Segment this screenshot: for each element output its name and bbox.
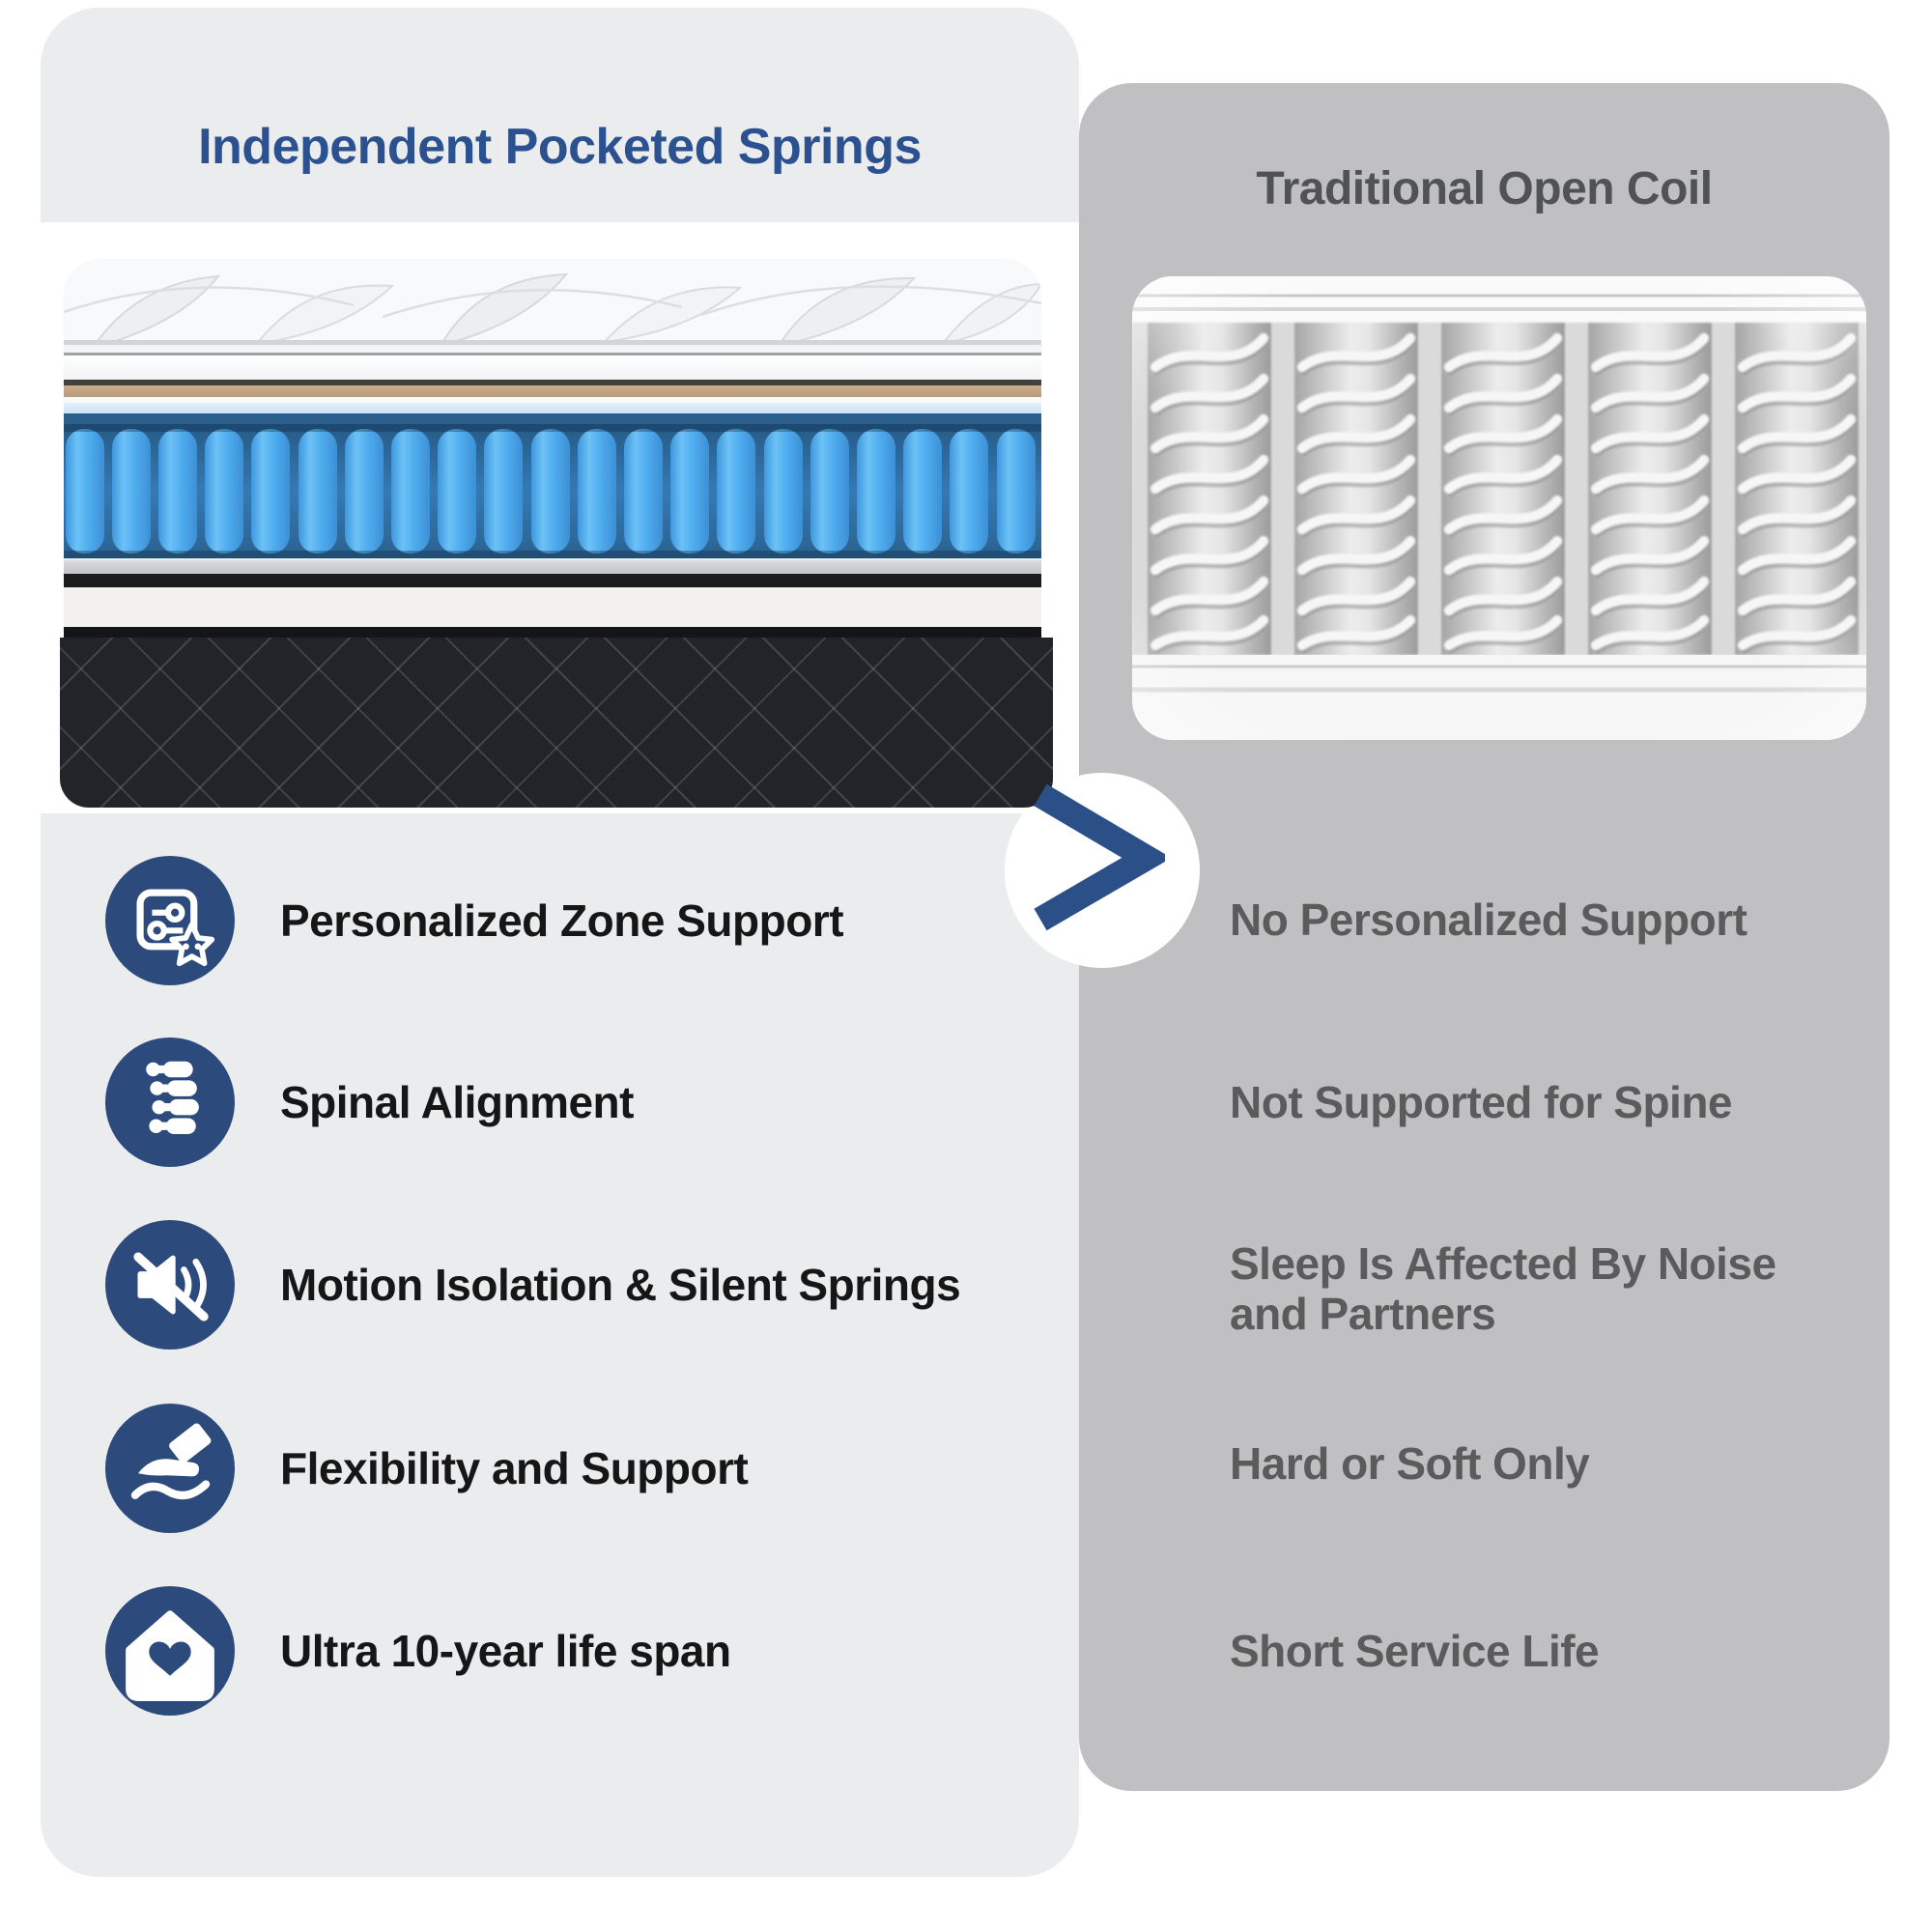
drawback-line-2: and Partners [1230, 1289, 1496, 1339]
feature-label: Personalized Zone Support [280, 895, 844, 946]
pocketed-springs-layer [64, 424, 1041, 558]
mattress-black-quilted-base [60, 638, 1053, 808]
mattress-thin-white-layer [64, 397, 1041, 403]
feature-label: Motion Isolation & Silent Springs [280, 1260, 961, 1310]
right-panel-title: Traditional Open Coil [1256, 163, 1713, 214]
mattress-gel-layer [64, 403, 1041, 413]
mattress-spring-top-band [64, 413, 1041, 424]
left-panel-title: Independent Pocketed Springs [198, 119, 922, 175]
quilt-pattern [64, 259, 1041, 355]
mattress-base-edge [64, 627, 1041, 638]
spine-icon [105, 1037, 235, 1167]
drawback-label: Short Service Life [1230, 1626, 1600, 1676]
drawback-label: Sleep Is Affected By Noise and Partners [1230, 1238, 1867, 1339]
mattress-foam-layer [64, 355, 1041, 380]
mattress-quilt-top-layer [64, 259, 1041, 355]
drawback-label: No Personalized Support [1230, 895, 1747, 945]
feature-label: Flexibility and Support [280, 1443, 749, 1493]
greater-than-icon [1034, 783, 1165, 931]
muted-speaker-icon [105, 1220, 235, 1350]
pocketed-springs-graphic [64, 424, 1041, 558]
drawback-label: Not Supported for Spine [1230, 1077, 1733, 1127]
feature-label: Ultra 10-year life span [280, 1626, 731, 1676]
mattress-base-foam [64, 587, 1041, 627]
pocketed-spring-mattress-image [39, 222, 1079, 813]
zone-support-icon [105, 856, 235, 985]
mattress-latex-layer [64, 385, 1041, 397]
drawback-line-1: Sleep Is Affected By Noise [1230, 1238, 1776, 1289]
house-heart-icon [105, 1586, 235, 1716]
mattress-divider-line [64, 380, 1041, 385]
mattress-black-band [64, 574, 1041, 587]
drawback-label: Hard or Soft Only [1230, 1438, 1590, 1489]
open-coil-image [1132, 276, 1866, 740]
feature-label: Spinal Alignment [280, 1077, 634, 1127]
flexible-hand-icon [105, 1404, 235, 1533]
mattress-fabric-band [64, 558, 1041, 574]
